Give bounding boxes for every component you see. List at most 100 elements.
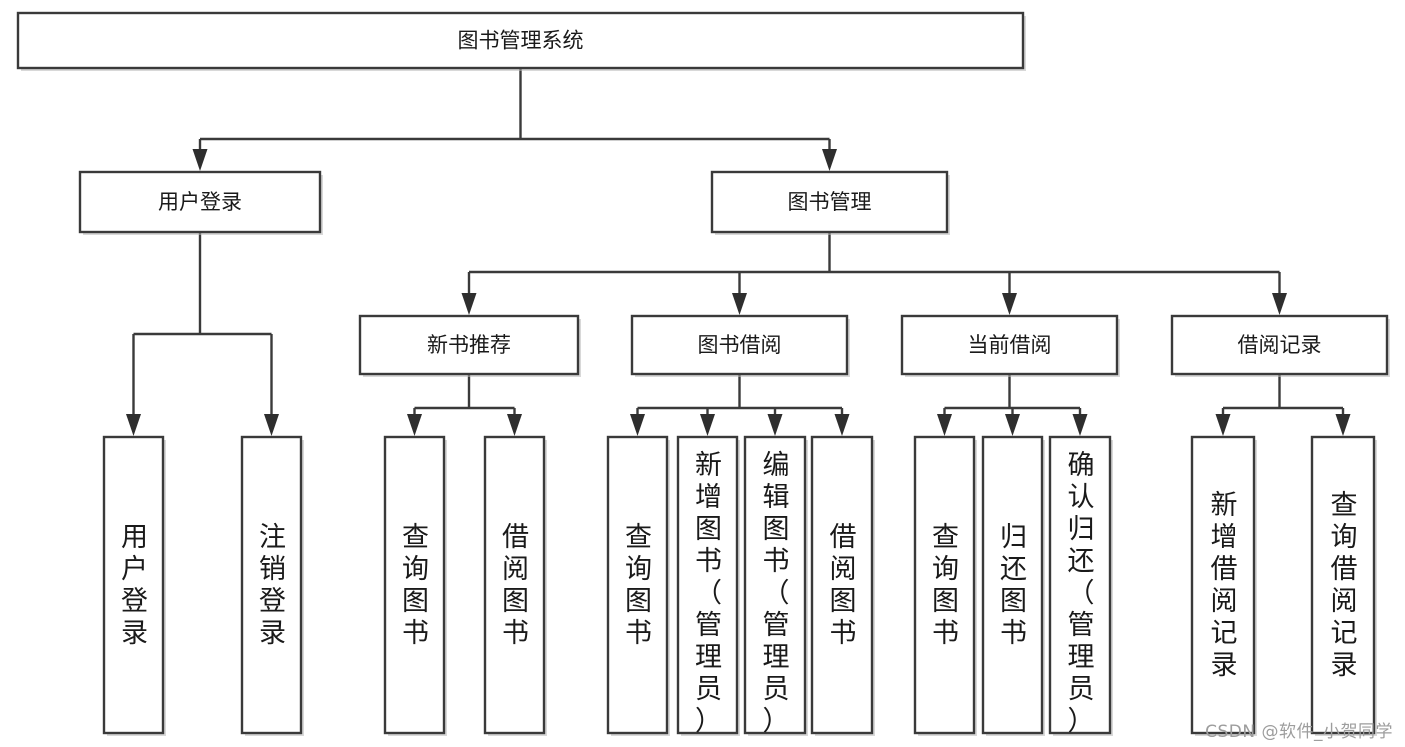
node-rect[interactable] bbox=[810, 435, 874, 735]
node-label-char: 还 bbox=[1068, 546, 1095, 577]
arrow-head-icon bbox=[630, 414, 645, 436]
arrow-head-icon bbox=[834, 414, 850, 436]
node-label-char: 书 bbox=[1000, 618, 1027, 649]
arrow-head-icon bbox=[700, 414, 715, 436]
node-label-char: ） bbox=[763, 706, 790, 737]
node-book-borrow[interactable]: 图书借阅 bbox=[630, 314, 850, 377]
node-rect[interactable] bbox=[1310, 435, 1376, 735]
node-label-char: 还 bbox=[1000, 554, 1027, 585]
node-label-char: 阅 bbox=[502, 554, 529, 585]
node-label-char: 询 bbox=[402, 554, 429, 585]
node-book-manage[interactable]: 图书管理 bbox=[710, 170, 950, 235]
node-label-char: 借 bbox=[830, 522, 857, 553]
node-label-char: 图 bbox=[402, 586, 429, 617]
node-rect[interactable] bbox=[676, 435, 739, 735]
arrow-head-icon bbox=[407, 414, 422, 436]
node-rect[interactable] bbox=[358, 314, 580, 376]
node-label: 图书借阅 bbox=[698, 333, 782, 357]
node-label-char: 销 bbox=[259, 554, 286, 585]
node-label: 当前借阅 bbox=[968, 333, 1052, 357]
node-user-login[interactable]: 用户登录 bbox=[78, 170, 323, 235]
node-label-char: 新 bbox=[1211, 490, 1238, 521]
node-label-char: 书 bbox=[625, 618, 652, 649]
node-label-char: 借 bbox=[1211, 554, 1238, 585]
node-leaf-user-login[interactable]: 用户登录 bbox=[102, 435, 166, 736]
node-rect[interactable] bbox=[710, 170, 949, 234]
node-rect[interactable] bbox=[900, 314, 1119, 376]
node-rect[interactable] bbox=[383, 435, 446, 735]
arrow-head-icon bbox=[192, 149, 208, 171]
node-rect[interactable] bbox=[743, 435, 807, 735]
node-rect[interactable] bbox=[630, 314, 849, 376]
node-label-char: 员 bbox=[695, 674, 722, 705]
node-label-char: 录 bbox=[1211, 650, 1238, 681]
node-label-char: 书 bbox=[932, 618, 959, 649]
node-borrow-record[interactable]: 借阅记录 bbox=[1170, 314, 1390, 377]
node-label-char: 书 bbox=[695, 546, 722, 577]
node-rect[interactable] bbox=[606, 435, 669, 735]
arrow-head-icon bbox=[1335, 414, 1351, 436]
node-rect[interactable] bbox=[240, 435, 303, 735]
node-label-char: 书 bbox=[763, 546, 790, 577]
node-label-char: 图 bbox=[763, 514, 790, 545]
node-root[interactable]: 图书管理系统 bbox=[16, 11, 1026, 71]
node-label-char: 增 bbox=[1211, 522, 1238, 553]
connector-group-book-borrow bbox=[630, 374, 850, 436]
node-rect[interactable] bbox=[483, 435, 546, 735]
connector-group-borrow-record bbox=[1215, 374, 1351, 436]
node-label-char: 员 bbox=[763, 674, 790, 705]
connector-group-current-borrow bbox=[937, 374, 1088, 436]
node-rect[interactable] bbox=[981, 435, 1044, 735]
node-label-char: 录 bbox=[1331, 650, 1358, 681]
node-label: 新书推荐 bbox=[427, 333, 511, 357]
node-label: 图书管理 bbox=[788, 190, 872, 214]
node-label-char: ） bbox=[695, 706, 722, 737]
arrow-head-icon bbox=[1005, 414, 1020, 436]
node-label-char: 书 bbox=[502, 618, 529, 649]
node-rect[interactable] bbox=[102, 435, 165, 735]
connector-group-new-book-recommend bbox=[407, 374, 522, 436]
node-rect[interactable] bbox=[78, 170, 322, 234]
node-label-char: 记 bbox=[1211, 618, 1238, 649]
node-label-char: 员 bbox=[1068, 674, 1095, 705]
node-new-book-recommend[interactable]: 新书推荐 bbox=[358, 314, 581, 377]
connector-group-book-manage bbox=[461, 232, 1287, 315]
node-label-char: 用 bbox=[121, 522, 148, 553]
arrow-head-icon bbox=[1072, 414, 1088, 436]
node-label-char: 查 bbox=[402, 522, 429, 553]
node-label-char: 图 bbox=[502, 586, 529, 617]
connector-group-user-login bbox=[126, 232, 279, 436]
node-rect[interactable] bbox=[1170, 314, 1389, 376]
node-label: 借阅记录 bbox=[1238, 333, 1322, 357]
node-label-char: 阅 bbox=[830, 554, 857, 585]
node-label-char: 理 bbox=[695, 642, 722, 673]
node-label: 图书管理系统 bbox=[458, 29, 584, 53]
csdn-watermark: CSDN @软件_小贺同学 bbox=[1205, 722, 1393, 742]
node-rect[interactable] bbox=[913, 435, 976, 735]
node-label-char: （ bbox=[763, 578, 790, 609]
node-rect[interactable] bbox=[16, 11, 1025, 70]
node-rect[interactable] bbox=[1190, 435, 1256, 735]
node-rect[interactable] bbox=[1048, 435, 1112, 735]
node-label-char: 图 bbox=[830, 586, 857, 617]
node-label-char: 录 bbox=[121, 618, 148, 649]
node-current-borrow[interactable]: 当前借阅 bbox=[900, 314, 1120, 377]
node-label-char: 图 bbox=[1000, 586, 1027, 617]
node-label-char: 登 bbox=[121, 586, 148, 617]
arrow-head-icon bbox=[1002, 293, 1017, 315]
node-label-char: 查 bbox=[1331, 490, 1358, 521]
node-label-char: 确 bbox=[1068, 450, 1095, 481]
